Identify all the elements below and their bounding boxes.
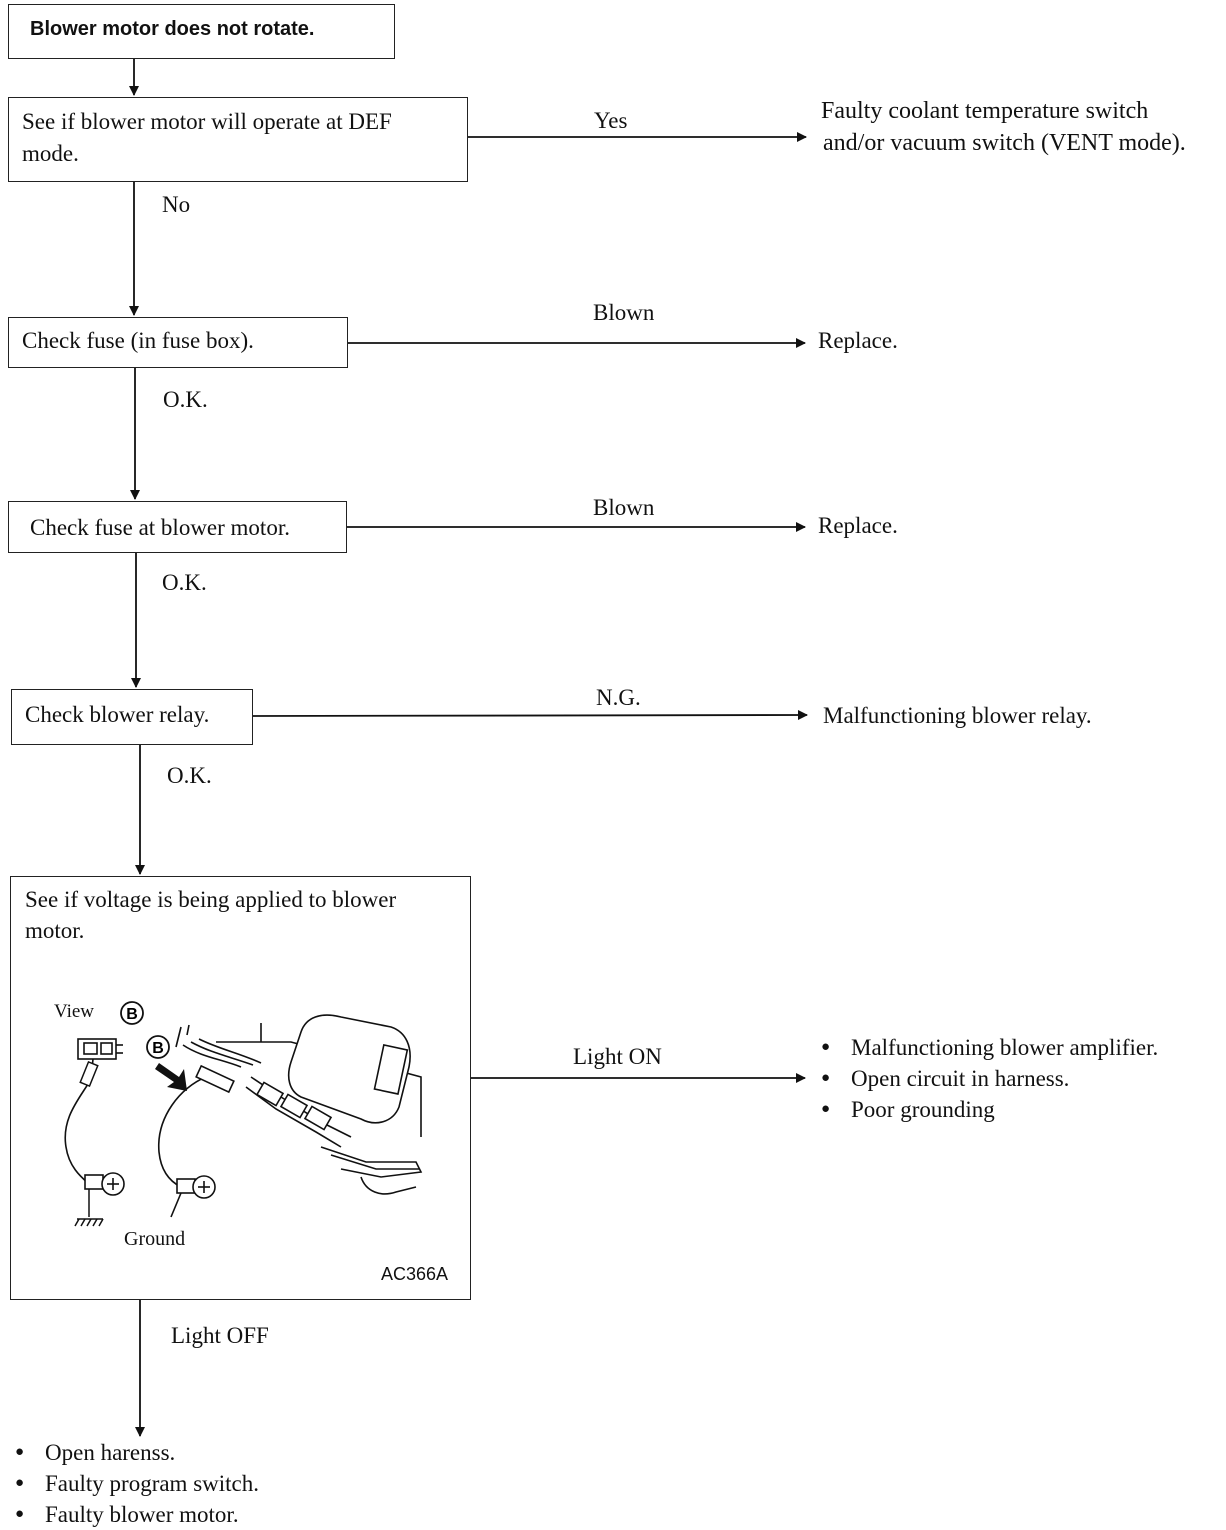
step-fuse-box-label: Check fuse (in fuse box). <box>22 328 254 353</box>
step-voltage-check: See if voltage is being applied to blowe… <box>10 876 471 1300</box>
result-malfunctioning-relay: Malfunctioning blower relay. <box>823 703 1092 728</box>
branch-label-light-on: Light ON <box>573 1044 662 1069</box>
start-label: Blower motor does not rotate. <box>30 18 315 40</box>
connector-mark-b-icon-2: B <box>146 1035 170 1059</box>
step-blower-relay-label: Check blower relay. <box>25 702 210 727</box>
blower-motor-drawing <box>175 1014 423 1195</box>
test-lamp-icon-left <box>84 1172 125 1196</box>
down-label-no: No <box>162 192 191 217</box>
arrow-step4-ng <box>252 710 808 721</box>
pointer-arrow-icon <box>155 1063 187 1091</box>
figure-code: AC366A <box>381 1264 449 1284</box>
test-lamp-icon-right <box>170 1175 216 1218</box>
step-def-mode-line1: See if blower motor will operate at DEF <box>22 109 392 134</box>
step-def-mode-box: See if blower motor will operate at DEF … <box>8 97 468 182</box>
branch-label-ng: N.G. <box>596 685 641 710</box>
connector-mark-b-icon-1: B <box>120 1001 144 1025</box>
result-replace-1: Replace. <box>818 328 898 353</box>
branch-label-blown-2: Blown <box>593 495 655 520</box>
connector-mark-b-text-1: B <box>126 1006 138 1023</box>
step-def-mode-line2: mode. <box>22 141 79 166</box>
connector-view-icon <box>77 1038 123 1060</box>
down-label-ok-1: O.K. <box>163 387 208 412</box>
figure-view-label: View <box>54 1001 95 1022</box>
light-on-results: Malfunctioning blower amplifier. Open ci… <box>821 1032 1158 1125</box>
step-fuse-blower-motor: Check fuse at blower motor. <box>8 501 347 553</box>
final-result-item: Faulty blower motor. <box>15 1499 259 1530</box>
light-on-result-item: Open circuit in harness. <box>821 1063 1158 1094</box>
final-result-item: Open harenss. <box>15 1437 259 1468</box>
start-box: Blower motor does not rotate. <box>8 4 395 59</box>
probe-left <box>79 1060 99 1088</box>
down-label-ok-2: O.K. <box>162 570 207 595</box>
light-on-result-item: Malfunctioning blower amplifier. <box>821 1032 1158 1063</box>
result-replace-2: Replace. <box>818 513 898 538</box>
down-label-ok-3: O.K. <box>167 763 212 788</box>
test-wire-right <box>158 1076 207 1188</box>
result-faulty-switch-line1: Faulty coolant temperature switch <box>821 98 1149 124</box>
step-fuse-blower-motor-label: Check fuse at blower motor. <box>30 515 290 540</box>
voltage-test-illustration: B B <box>64 1001 423 1227</box>
ground-symbol <box>74 1189 104 1227</box>
test-wire-left <box>64 1058 94 1185</box>
light-on-result-item: Poor grounding <box>821 1094 1158 1125</box>
final-result-item: Faulty program switch. <box>15 1468 259 1499</box>
figure-ground-label: Ground <box>124 1228 186 1250</box>
connector-mark-b-text-2: B <box>152 1040 164 1057</box>
step-voltage-line1: See if voltage is being applied to blowe… <box>25 887 397 912</box>
branch-label-yes: Yes <box>594 108 628 133</box>
step-blower-relay: Check blower relay. <box>11 689 253 745</box>
result-faulty-switch-line2: and/or vacuum switch (VENT mode). <box>823 130 1186 156</box>
branch-label-blown-1: Blown <box>593 300 655 325</box>
step-fuse-box: Check fuse (in fuse box). <box>8 317 348 368</box>
final-results: Open harenss. Faulty program switch. Fau… <box>15 1437 259 1530</box>
down-label-light-off: Light OFF <box>171 1323 269 1348</box>
step-voltage-line2: motor. <box>25 918 85 943</box>
